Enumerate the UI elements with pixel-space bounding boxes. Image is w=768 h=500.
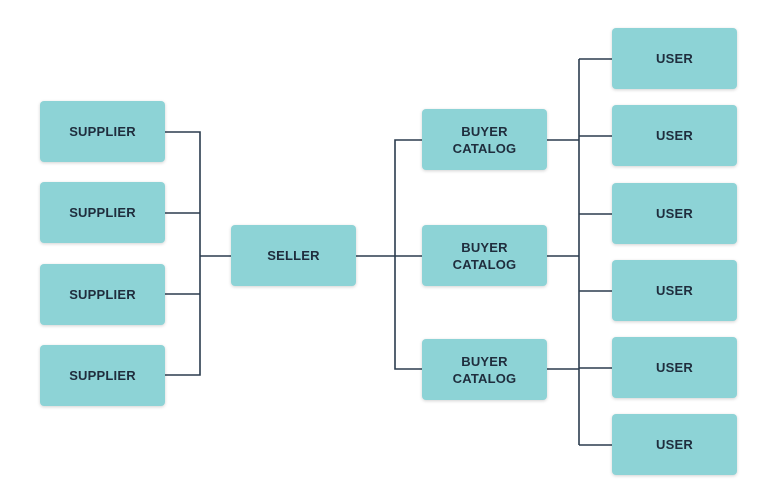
user-label: USER bbox=[656, 360, 693, 375]
supplier-node: SUPPLIER bbox=[40, 101, 165, 162]
buyer-catalog-label: BUYER CATALOG bbox=[452, 353, 517, 386]
supplier-node: SUPPLIER bbox=[40, 345, 165, 406]
user-label: USER bbox=[656, 128, 693, 143]
buyer-catalog-label: BUYER CATALOG bbox=[452, 239, 517, 272]
supplier-label: SUPPLIER bbox=[69, 205, 136, 220]
user-node: USER bbox=[612, 105, 737, 166]
connector-supplier-3 bbox=[165, 256, 201, 376]
seller-label: SELLER bbox=[267, 248, 320, 263]
user-label: USER bbox=[656, 51, 693, 66]
supplier-label: SUPPLIER bbox=[69, 124, 136, 139]
user-node: USER bbox=[612, 183, 737, 244]
buyer-catalog-node: BUYER CATALOG bbox=[422, 225, 547, 286]
buyer-catalog-node: BUYER CATALOG bbox=[422, 339, 547, 400]
connector-supplier-0 bbox=[165, 131, 201, 256]
supplier-node: SUPPLIER bbox=[40, 182, 165, 243]
supplier-node: SUPPLIER bbox=[40, 264, 165, 325]
user-label: USER bbox=[656, 206, 693, 221]
buyer-catalog-label: BUYER CATALOG bbox=[452, 123, 517, 156]
user-label: USER bbox=[656, 437, 693, 452]
buyer-catalog-node: BUYER CATALOG bbox=[422, 109, 547, 170]
user-node: USER bbox=[612, 337, 737, 398]
supplier-label: SUPPLIER bbox=[69, 368, 136, 383]
user-node: USER bbox=[612, 28, 737, 89]
seller-node: SELLER bbox=[231, 225, 356, 286]
supplier-label: SUPPLIER bbox=[69, 287, 136, 302]
user-node: USER bbox=[612, 414, 737, 475]
user-node: USER bbox=[612, 260, 737, 321]
connector-catalog-2 bbox=[394, 256, 422, 370]
connector-catalog-0 bbox=[394, 139, 422, 256]
user-label: USER bbox=[656, 283, 693, 298]
